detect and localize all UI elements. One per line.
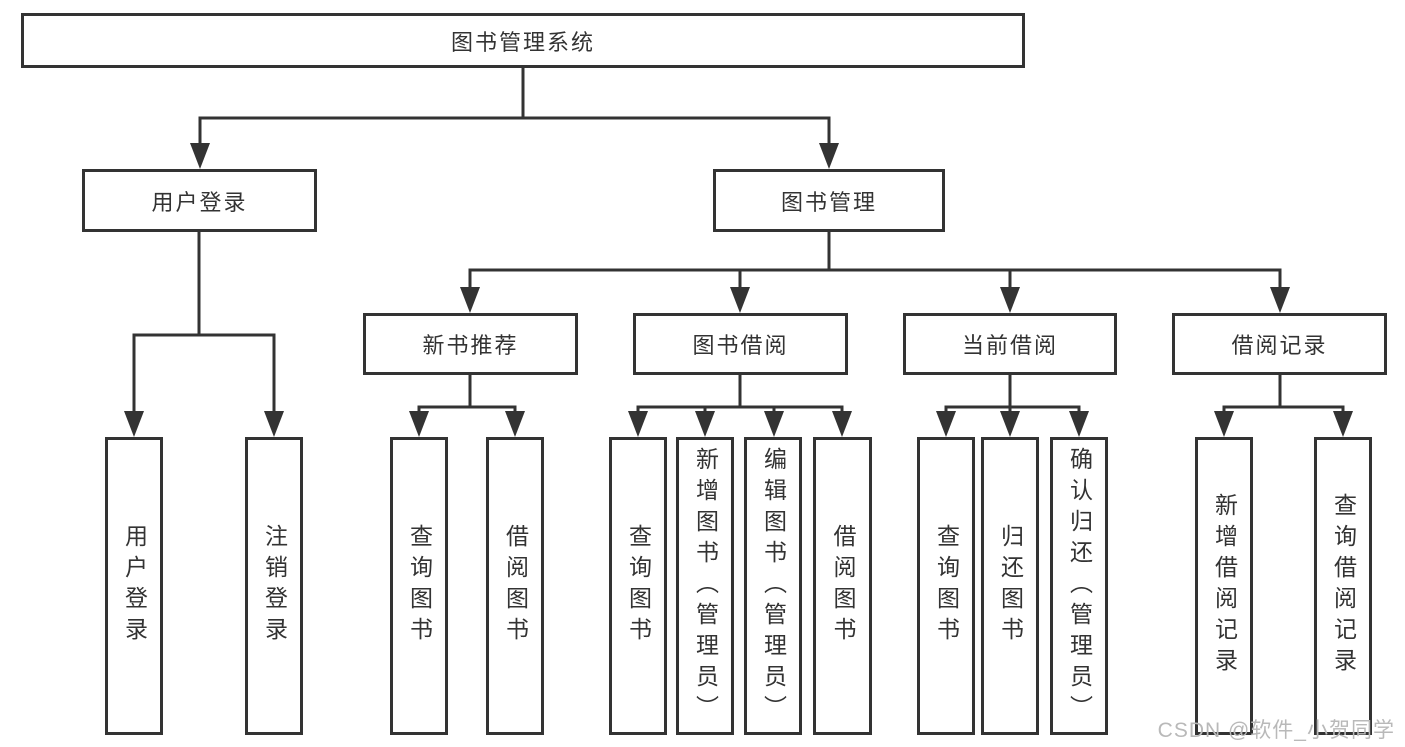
node-label: 图书管理系统 <box>450 29 595 55</box>
leaf-return-book: 归还图书 <box>981 437 1039 735</box>
node-label: 确认归还（管理员） <box>1066 446 1093 726</box>
node-label: 用户登录 <box>151 189 248 215</box>
leaf-query-borrow-record: 查询借阅记录 <box>1314 437 1372 735</box>
connector-user-login-children <box>132 232 276 425</box>
connector-new-book-recommend-children <box>417 375 517 425</box>
node-label: 当前借阅 <box>961 333 1058 358</box>
node-new-book-recommend: 新书推荐 <box>363 313 578 375</box>
node-user-login: 用户登录 <box>82 169 317 232</box>
node-label: 查询借阅记录 <box>1330 493 1357 679</box>
node-label: 归还图书 <box>997 524 1024 648</box>
leaf-add-borrow-record: 新增借阅记录 <box>1195 437 1253 735</box>
node-label: 查询图书 <box>406 524 433 648</box>
leaf-edit-book-admin: 编辑图书（管理员） <box>744 437 802 735</box>
connector-borrow-records-children <box>1222 374 1345 425</box>
leaf-logout-login: 注销登录 <box>245 437 303 735</box>
leaf-borrow-books-recommend: 借阅图书 <box>486 437 544 735</box>
connector-current-borrow-children <box>944 374 1081 425</box>
node-label: 新增借阅记录 <box>1211 493 1238 679</box>
node-library-management-system: 图书管理系统 <box>21 13 1025 68</box>
connector-book-borrow-children <box>636 375 844 425</box>
node-label: 图书管理 <box>780 189 877 215</box>
node-book-borrow: 图书借阅 <box>633 313 848 375</box>
leaf-borrow-books: 借阅图书 <box>813 437 872 735</box>
leaf-user-login: 用户登录 <box>105 437 163 735</box>
leaf-query-books-recommend: 查询图书 <box>390 437 448 735</box>
node-label: 查询图书 <box>625 524 652 648</box>
node-label: 注销登录 <box>261 524 288 648</box>
node-label: 查询图书 <box>933 524 960 648</box>
node-borrow-records: 借阅记录 <box>1172 313 1387 375</box>
node-book-management: 图书管理 <box>713 169 945 232</box>
node-label: 借阅图书 <box>830 524 856 648</box>
connector-book-management-children <box>468 232 1282 301</box>
leaf-query-books-borrow: 查询图书 <box>609 437 667 735</box>
node-label: 新书推荐 <box>422 333 519 358</box>
node-label: 图书借阅 <box>692 333 789 358</box>
csdn-watermark: CSDN @软件_小贺同学 <box>1157 719 1395 742</box>
node-label: 编辑图书（管理员） <box>760 446 787 726</box>
leaf-add-book-admin: 新增图书（管理员） <box>676 437 734 735</box>
node-label: 借阅记录 <box>1231 333 1328 358</box>
node-label: 借阅图书 <box>502 524 529 648</box>
leaf-confirm-return-admin: 确认归还（管理员） <box>1050 437 1108 735</box>
node-current-borrow: 当前借阅 <box>903 313 1117 375</box>
node-label: 新增图书（管理员） <box>692 446 719 726</box>
leaf-query-books-current: 查询图书 <box>917 437 975 735</box>
node-label: 用户登录 <box>121 524 148 648</box>
connector-root-to-level2 <box>198 68 831 157</box>
